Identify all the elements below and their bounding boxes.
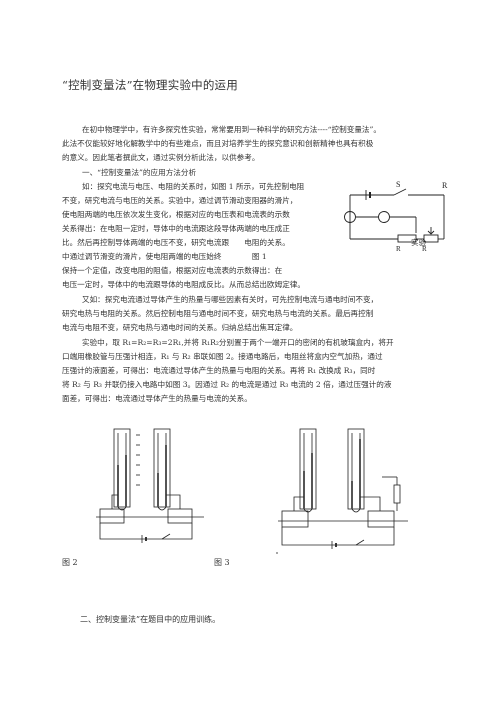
figure2-caption: 图 2: [62, 558, 78, 567]
circuit-label-s: S: [396, 180, 400, 189]
section1-heading: 一、“控制变量法”的应用方法分析: [82, 168, 197, 177]
example1-line-1: 如：探究电流与电压、电阻的关系时，如图 1 所示，可先控制电阻: [82, 182, 305, 191]
circuit-label-r-right: R: [422, 245, 427, 253]
example3-line-5: 面差，可得出：电流通过导体产生的热量与电流的关系。: [62, 394, 252, 403]
example1-line-5: 比。然后再控制导体两端的电压不变，研究电流跟 电阻的关系。: [62, 238, 290, 247]
example2-line-2: 研究电热与电阻的关系。然后控制电阻与通电时间不变，研究电热与电流的关系。最后再控…: [62, 309, 374, 318]
example1-line-3: 使电阻两端的电压依次发生变化，根据对应的电压表和电流表的示数: [62, 210, 290, 219]
page-title: “控制变量法”在物理实验中的运用: [62, 78, 238, 92]
circuit-label-r: R: [442, 181, 448, 190]
example3-line-2: 口端用橡胶管与压强计相连，R₁ 与 R₂ 串联如图 2。接通电路后，电阻丝将盒内…: [62, 352, 383, 361]
example3-line-4: 将 R₂ 与 R₃ 并联仍接入电路中如图 3。因通过 R₂ 的电流是通过 R₃ …: [62, 380, 392, 389]
intro-line-2: 此法不仅能较好地化解教学中的有些难点，而且对培养学生的探究意识和创新精神也具有积…: [62, 139, 374, 148]
figure1-circuit-diagram: S R R R: [344, 180, 448, 253]
intro-line-1: 在初中物理学中，有许多探究性实验，常常要用到一种科学的研究方法----“控制变量…: [82, 125, 381, 134]
example1-line-8: 电压一定时，导体中的电流跟导体的电阻成反比。从而总结出欧姆定律。: [62, 280, 305, 289]
example1-line-4: 关系得出：在电阻一定时，导体中的电流跟这段导体两端的电压成正: [62, 224, 290, 233]
shiyan-label: 实验: [411, 238, 427, 247]
intro-line-3: 的意义。因此笔者撰此文，通过实例分析此法，以供参考。: [62, 153, 260, 162]
circuit-label-r-left: R: [396, 245, 401, 253]
example1-line-2: 不变，研究电流与电压的关系。实验中，通过调节滑动变阻器的滑片，: [62, 196, 298, 205]
example2-line-1: 又如：探究电流通过导体产生的热量与哪些因素有关时，可先控制电流与通电时间不变，: [82, 295, 379, 304]
example2-line-3: 电流与电阻不变，研究电热与通电时间的关系。归纳总结出焦耳定律。: [62, 323, 298, 332]
example3-line-3: 压强计的液面差，可得出：电流通过导体产生的热量与电阻的关系。再将 R₁ 改换成 …: [62, 366, 376, 375]
example1-line-6: 中通过调节滑变的滑片，使电阻两端的电压始终 图 1: [62, 252, 267, 261]
example3-line-1: 实验中，取 R₁=R₂=R₃=2R₁,并将 R₁R₂分别置于两个一端开口的密闭的…: [82, 338, 394, 347]
figure3-apparatus: [276, 428, 408, 554]
section2-heading: 二、控制变量法”在题目中的应用训练。: [80, 615, 221, 624]
figure2-apparatus: [96, 428, 204, 543]
figure3-caption: 图 3: [214, 558, 230, 567]
example1-line-7: 保持一个定值，改变电阻的阻值，根据对应电流表的示数得出：在: [62, 266, 283, 275]
